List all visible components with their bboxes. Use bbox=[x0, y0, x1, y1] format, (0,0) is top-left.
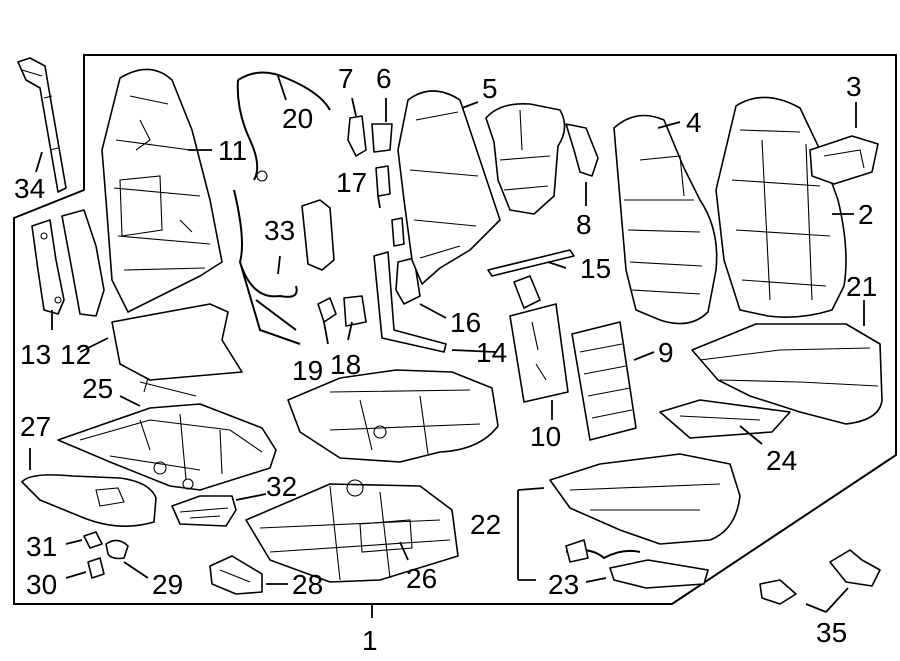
callout-1: 1 bbox=[362, 625, 378, 656]
callout-11: 11 bbox=[218, 135, 247, 166]
part-22-cushion bbox=[549, 453, 741, 545]
callout-13: 13 bbox=[20, 339, 51, 370]
part-18-bracket bbox=[343, 295, 367, 327]
callout-23: 23 bbox=[548, 569, 579, 600]
callout-30: 30 bbox=[26, 569, 57, 600]
part-9-mat bbox=[571, 321, 637, 441]
callout-22: 22 bbox=[470, 509, 501, 540]
callout-35: 35 bbox=[816, 617, 847, 648]
callout-labels: 1 2 3 4 5 6 7 8 9 10 11 12 13 14 15 16 1… bbox=[14, 63, 877, 656]
callout-27: 27 bbox=[20, 411, 51, 442]
callout-26: 26 bbox=[406, 563, 437, 594]
part-27-side-shield bbox=[21, 474, 157, 527]
part-10-panel bbox=[509, 275, 569, 403]
callout-33: 33 bbox=[264, 215, 295, 246]
part-12-cushion-pan bbox=[111, 303, 243, 397]
part-21-cushion-cover bbox=[691, 323, 883, 425]
callout-14: 14 bbox=[476, 337, 507, 368]
part-19-knob bbox=[317, 297, 337, 323]
callout-16: 16 bbox=[450, 307, 481, 338]
callout-28: 28 bbox=[292, 569, 323, 600]
part-11-back-frame bbox=[101, 68, 223, 313]
part-6-bracket bbox=[371, 123, 393, 153]
callout-7: 7 bbox=[338, 63, 354, 94]
part-35-trims bbox=[759, 549, 881, 605]
wiring-harness bbox=[233, 189, 301, 345]
leader-lines bbox=[29, 75, 865, 613]
part-17-bracket bbox=[375, 165, 405, 247]
part-2-back-cover bbox=[715, 96, 847, 318]
callout-9: 9 bbox=[658, 337, 674, 368]
part-33-cover bbox=[301, 199, 335, 271]
part-24-pad bbox=[659, 399, 791, 439]
parts-29-30-31-knobs bbox=[83, 531, 129, 579]
callout-12: 12 bbox=[60, 339, 91, 370]
callout-4: 4 bbox=[686, 107, 702, 138]
callout-25: 25 bbox=[82, 373, 113, 404]
lumbar-assembly bbox=[485, 102, 566, 215]
part-23-module bbox=[565, 539, 709, 589]
part-13-side-trim bbox=[31, 209, 105, 317]
part-7-bracket bbox=[347, 115, 367, 157]
part-25-lower-frame bbox=[57, 403, 277, 491]
callout-6: 6 bbox=[376, 63, 392, 94]
part-8-headrest-guide bbox=[565, 123, 599, 177]
callout-29: 29 bbox=[152, 569, 183, 600]
seat-cushion-center bbox=[287, 369, 499, 463]
callout-5: 5 bbox=[482, 73, 498, 104]
callout-20: 20 bbox=[282, 103, 313, 134]
callout-2: 2 bbox=[858, 199, 874, 230]
part-5-back-frame bbox=[397, 90, 501, 285]
part-14-recliner-arm bbox=[373, 251, 447, 353]
part-4-back-cushion bbox=[613, 114, 718, 325]
part-15-rod bbox=[487, 249, 575, 277]
callout-15: 15 bbox=[580, 253, 611, 284]
part-20-harness bbox=[236, 71, 331, 182]
callout-34: 34 bbox=[14, 173, 45, 204]
callout-24: 24 bbox=[766, 445, 797, 476]
part-26-seat-track bbox=[245, 479, 459, 583]
part-3-side-trim bbox=[809, 135, 879, 185]
callout-32: 32 bbox=[266, 471, 297, 502]
callout-19: 19 bbox=[292, 355, 323, 386]
callout-21: 21 bbox=[846, 271, 877, 302]
callout-3: 3 bbox=[846, 71, 862, 102]
callout-17: 17 bbox=[336, 167, 367, 198]
part-34-rod bbox=[17, 57, 67, 193]
assembly-frame bbox=[13, 54, 897, 605]
callout-10: 10 bbox=[530, 421, 561, 452]
part-32-module bbox=[171, 495, 237, 527]
callout-31: 31 bbox=[26, 531, 57, 562]
callout-18: 18 bbox=[330, 349, 361, 380]
part-28-bracket bbox=[209, 555, 263, 595]
callout-8: 8 bbox=[576, 209, 592, 240]
